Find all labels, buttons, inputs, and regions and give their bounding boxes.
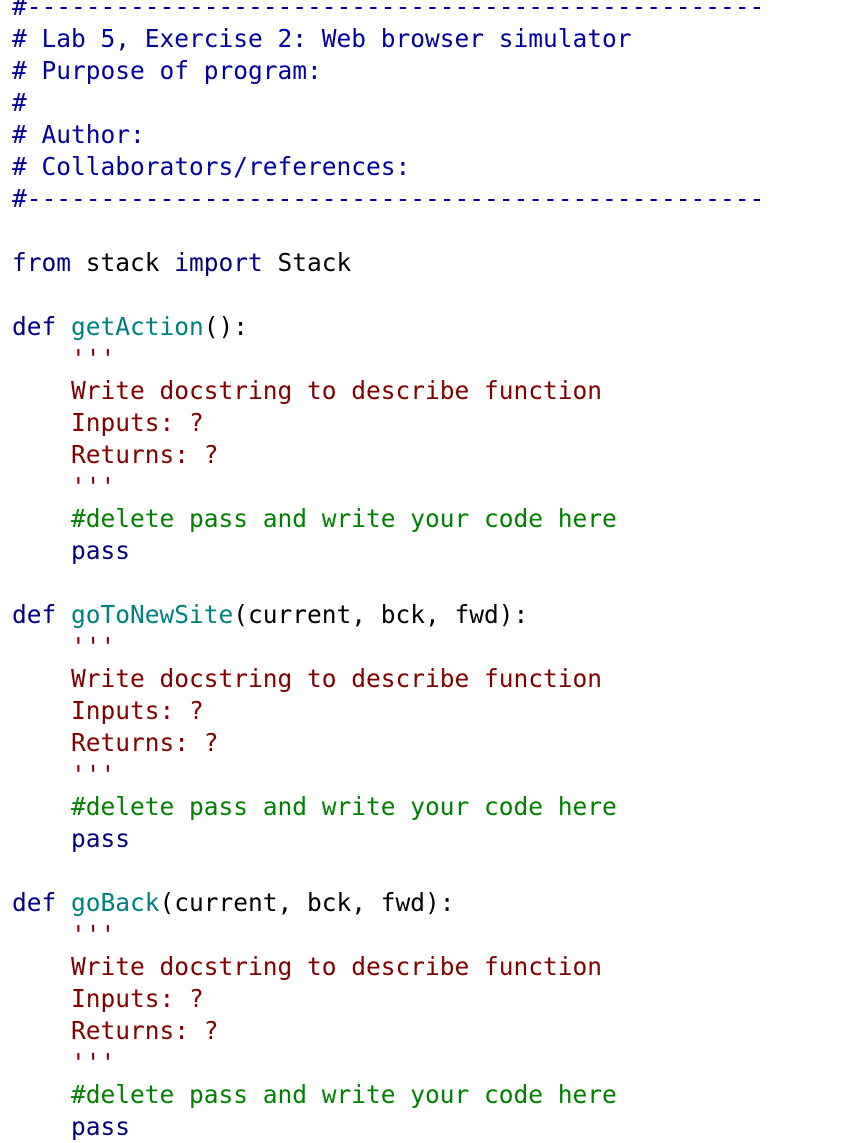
code-line: #delete pass and write your code here xyxy=(12,791,764,823)
comment-token: #---------------------------------------… xyxy=(12,0,765,21)
comment-token: # xyxy=(12,88,27,117)
comment-token: # Collaborators/references: xyxy=(12,152,411,181)
code-line: Inputs: ? xyxy=(12,695,764,727)
inline-comment-token: #delete pass and write your code here xyxy=(12,504,617,533)
code-token: (current, bck, fwd): xyxy=(233,600,529,629)
keyword-token: pass xyxy=(71,824,131,853)
keyword-token: import xyxy=(174,248,263,277)
code-token xyxy=(12,824,71,853)
docstring-token: ''' xyxy=(12,632,116,661)
function-name-token: getAction xyxy=(71,312,204,341)
code-line: Returns: ? xyxy=(12,1015,764,1047)
code-token: stack xyxy=(71,248,175,277)
comment-token: # Lab 5, Exercise 2: Web browser simulat… xyxy=(12,24,632,53)
code-token xyxy=(56,600,71,629)
code-line: # Lab 5, Exercise 2: Web browser simulat… xyxy=(12,23,764,55)
code-token xyxy=(12,536,71,565)
code-line: # Collaborators/references: xyxy=(12,151,764,183)
docstring-token: Inputs: ? xyxy=(12,696,204,725)
docstring-token: ''' xyxy=(12,920,116,949)
docstring-token: Write docstring to describe function xyxy=(12,376,603,405)
docstring-token: ''' xyxy=(12,760,116,789)
code-line: #---------------------------------------… xyxy=(12,183,764,215)
code-line: ''' xyxy=(12,343,764,375)
code-line: ​ xyxy=(12,215,764,247)
keyword-token: pass xyxy=(71,536,131,565)
code-line: ''' xyxy=(12,759,764,791)
code-line: Returns: ? xyxy=(12,439,764,471)
code-line: pass xyxy=(12,535,764,567)
keyword-token: def xyxy=(12,600,57,629)
code-line: Returns: ? xyxy=(12,727,764,759)
code-line: #delete pass and write your code here xyxy=(12,1079,764,1111)
code-line: def getAction(): xyxy=(12,311,764,343)
code-line: ​ xyxy=(12,279,764,311)
inline-comment-token: #delete pass and write your code here xyxy=(12,1080,617,1109)
docstring-token: ''' xyxy=(12,472,116,501)
code-line: ''' xyxy=(12,1047,764,1079)
docstring-token: Inputs: ? xyxy=(12,408,204,437)
code-line: Write docstring to describe function xyxy=(12,951,764,983)
code-line: # Author: xyxy=(12,119,764,151)
docstring-token: Returns: ? xyxy=(12,440,219,469)
code-line: Inputs: ? xyxy=(12,983,764,1015)
docstring-token: Returns: ? xyxy=(12,728,219,757)
code-line: # xyxy=(12,87,764,119)
docstring-token: Write docstring to describe function xyxy=(12,664,603,693)
code-token xyxy=(56,888,71,917)
docstring-token: ''' xyxy=(12,344,116,373)
code-line: ​ xyxy=(12,855,764,887)
code-line: #---------------------------------------… xyxy=(12,0,764,23)
code-token xyxy=(12,1112,71,1141)
code-line: pass xyxy=(12,1111,764,1143)
code-line: pass xyxy=(12,823,764,855)
comment-token: # Author: xyxy=(12,120,145,149)
docstring-token: ''' xyxy=(12,1048,116,1077)
keyword-token: def xyxy=(12,312,57,341)
code-line: def goBack(current, bck, fwd): xyxy=(12,887,764,919)
code-line: from stack import Stack xyxy=(12,247,764,279)
keyword-token: def xyxy=(12,888,57,917)
code-line: Inputs: ? xyxy=(12,407,764,439)
keyword-token: from xyxy=(12,248,72,277)
inline-comment-token: #delete pass and write your code here xyxy=(12,792,617,821)
code-line: ​ xyxy=(12,567,764,599)
function-name-token: goBack xyxy=(71,888,160,917)
code-line: def goToNewSite(current, bck, fwd): xyxy=(12,599,764,631)
function-name-token: goToNewSite xyxy=(71,600,234,629)
code-line: #delete pass and write your code here xyxy=(12,503,764,535)
code-line: ''' xyxy=(12,471,764,503)
code-line: # Purpose of program: xyxy=(12,55,764,87)
code-line: ''' xyxy=(12,631,764,663)
code-line: Write docstring to describe function xyxy=(12,375,764,407)
code-token xyxy=(56,312,71,341)
docstring-token: Returns: ? xyxy=(12,1016,219,1045)
code-line: ''' xyxy=(12,919,764,951)
code-editor[interactable]: #---------------------------------------… xyxy=(12,0,764,1143)
comment-token: # Purpose of program: xyxy=(12,56,322,85)
docstring-token: Inputs: ? xyxy=(12,984,204,1013)
code-line: Write docstring to describe function xyxy=(12,663,764,695)
code-token: (): xyxy=(203,312,249,341)
comment-token: #---------------------------------------… xyxy=(12,184,765,213)
code-token: Stack xyxy=(262,248,352,277)
keyword-token: pass xyxy=(71,1112,131,1141)
docstring-token: Write docstring to describe function xyxy=(12,952,603,981)
code-token: (current, bck, fwd): xyxy=(159,888,455,917)
